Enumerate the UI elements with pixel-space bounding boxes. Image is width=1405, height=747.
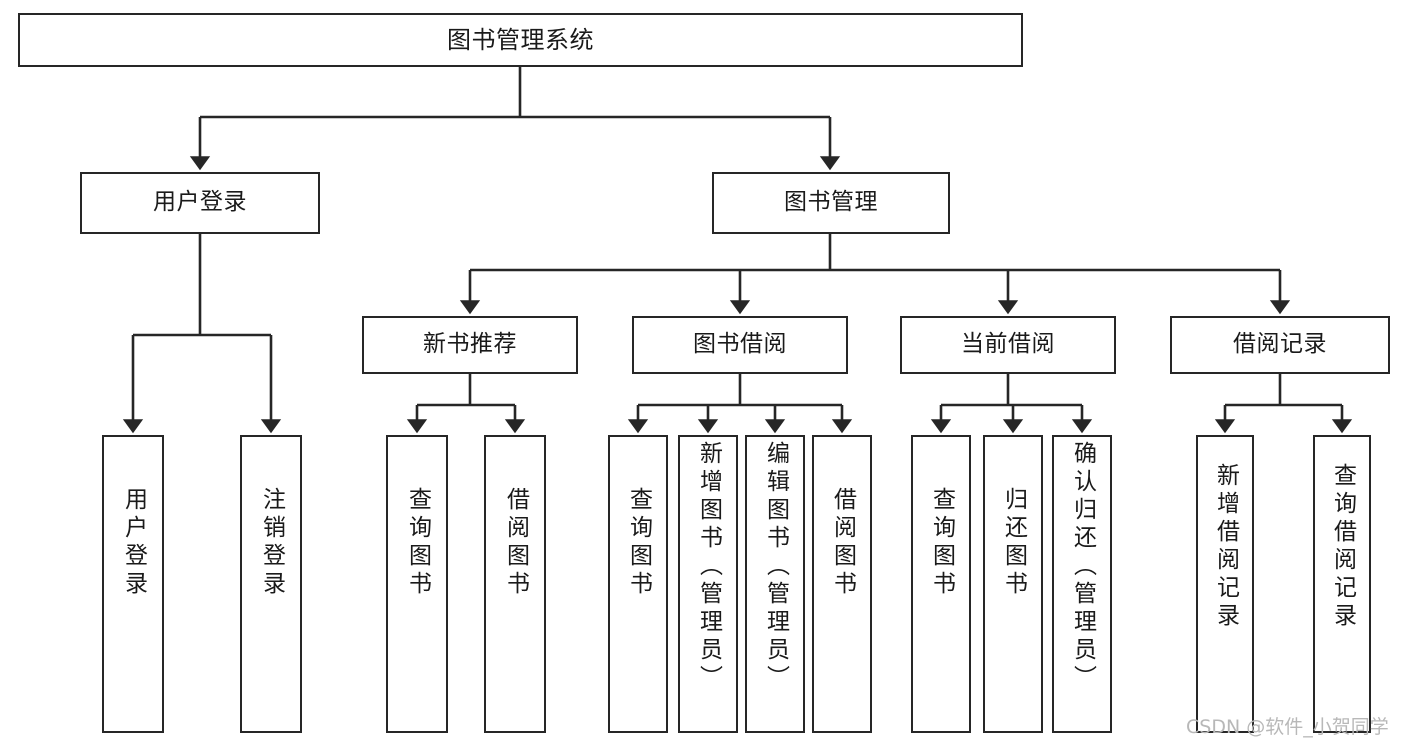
node-label: 图书管理: [784, 189, 878, 216]
node-label: 归还图书: [1000, 487, 1027, 599]
node-borrow-record[interactable]: 借阅记录: [1170, 316, 1390, 374]
leaf-current-confirm-return-admin[interactable]: 确认归还（管理员）: [1052, 435, 1112, 733]
node-label: 当前借阅: [961, 331, 1055, 358]
node-new-book-recommend[interactable]: 新书推荐: [362, 316, 578, 374]
leaf-current-return-book[interactable]: 归还图书: [983, 435, 1043, 733]
node-label: 图书管理系统: [447, 25, 594, 54]
node-book-management[interactable]: 图书管理: [712, 172, 950, 234]
node-label: 借阅图书: [829, 487, 856, 599]
node-book-borrow[interactable]: 图书借阅: [632, 316, 848, 374]
leaf-user-logout[interactable]: 注销登录: [240, 435, 302, 733]
node-label: 注销登录: [258, 487, 285, 599]
node-label: 新增图书（管理员）: [695, 441, 722, 693]
leaf-current-query-book[interactable]: 查询图书: [911, 435, 971, 733]
leaf-record-add-borrow-record[interactable]: 新增借阅记录: [1196, 435, 1254, 733]
leaf-record-query-borrow-record[interactable]: 查询借阅记录: [1313, 435, 1371, 733]
node-label: 确认归还（管理员）: [1069, 441, 1096, 693]
leaf-newbook-query-book[interactable]: 查询图书: [386, 435, 448, 733]
node-label: 新书推荐: [423, 331, 517, 358]
node-user-login[interactable]: 用户登录: [80, 172, 320, 234]
node-label: 查询图书: [404, 487, 431, 599]
node-label: 用户登录: [120, 487, 147, 599]
node-label: 用户登录: [153, 189, 247, 216]
leaf-user-login[interactable]: 用户登录: [102, 435, 164, 733]
leaf-bookborrow-query-book[interactable]: 查询图书: [608, 435, 668, 733]
csdn-watermark: CSDN @软件_小贺同学: [1186, 716, 1389, 738]
node-label: 借阅记录: [1233, 331, 1327, 358]
node-label: 查询借阅记录: [1329, 463, 1356, 631]
leaf-newbook-borrow-book[interactable]: 借阅图书: [484, 435, 546, 733]
node-label: 查询图书: [928, 487, 955, 599]
node-label: 图书借阅: [693, 331, 787, 358]
node-label: 新增借阅记录: [1212, 463, 1239, 631]
leaf-bookborrow-edit-book-admin[interactable]: 编辑图书（管理员）: [745, 435, 805, 733]
node-current-borrow[interactable]: 当前借阅: [900, 316, 1116, 374]
leaf-bookborrow-borrow-book[interactable]: 借阅图书: [812, 435, 872, 733]
node-label: 借阅图书: [502, 487, 529, 599]
node-label: 查询图书: [625, 487, 652, 599]
leaf-bookborrow-add-book-admin[interactable]: 新增图书（管理员）: [678, 435, 738, 733]
node-root-system[interactable]: 图书管理系统: [18, 13, 1023, 67]
node-label: 编辑图书（管理员）: [762, 441, 789, 693]
